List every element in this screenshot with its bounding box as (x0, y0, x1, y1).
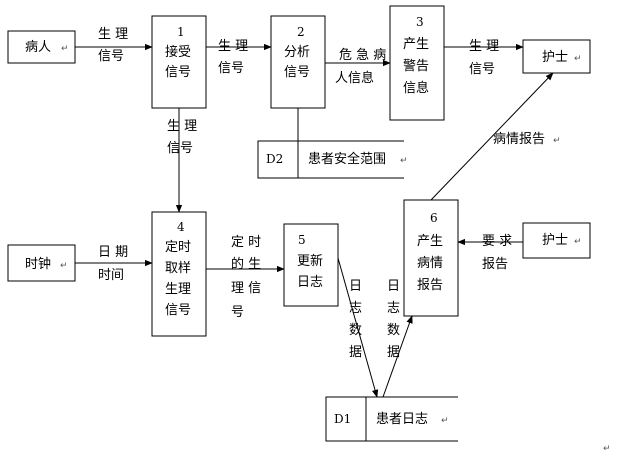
entity-patient-label: 病人 (25, 40, 51, 55)
svg-text:↵: ↵ (603, 444, 611, 454)
flow-label-line: 号 (231, 305, 244, 320)
process-6: 6 产生 病情 报告 (403, 199, 459, 317)
svg-text:↵: ↵ (366, 156, 374, 166)
flow-label-line: 定 时 (231, 235, 261, 250)
process-4-line-2: 取样 (165, 261, 191, 276)
process-6-line-2: 病情 (417, 256, 443, 271)
process-6-line-3: 报告 (417, 278, 443, 293)
flow-label-line: 日 (349, 279, 362, 294)
flow-label-nurse-to-p6: 要 求 报告 (482, 234, 512, 272)
process-4-line-4: 信号 (165, 303, 191, 318)
store-d1-name: 患者日志 (376, 412, 428, 427)
flow-label-line: 危 急 病 (339, 48, 386, 63)
flow-label-line: 要 求 (482, 234, 512, 249)
store-d2: D2 患者安全范围 (257, 140, 404, 179)
process-2: 2 分析 信号 (270, 15, 326, 109)
flow-label-p2-to-p3: 危 急 病 人信息 (335, 48, 386, 86)
flow-label-line: 日 (387, 279, 400, 294)
entity-clock: 时钟 ↵ (7, 244, 76, 282)
flow-label-p3-to-nurse: 生 理 信号 (469, 39, 499, 77)
process-4: 4 定时 取样 生理 信号 (151, 211, 207, 337)
svg-text:↵: ↵ (60, 261, 68, 271)
process-5-number: 5 (298, 233, 306, 247)
entity-patient: 病人 ↵ (7, 30, 76, 64)
svg-text:↵: ↵ (400, 156, 408, 166)
process-1: 1 接受 信号 (151, 15, 207, 109)
process-5: 5 更新 日志 (283, 223, 339, 307)
flow-label-line: 生 理 (98, 27, 128, 42)
entity-clock-label: 时钟 (25, 256, 51, 272)
process-3-line-1: 产生 (403, 37, 429, 52)
svg-text:↵: ↵ (574, 237, 582, 247)
process-6-line-1: 产生 (417, 234, 443, 249)
process-2-number: 2 (297, 25, 305, 39)
entity-nurse-top: 护士 ↵ (522, 39, 591, 74)
flow-label-line: 的 生 (231, 256, 261, 272)
flow-label-line: 据 (349, 345, 362, 360)
flow-label-line: 信号 (167, 141, 193, 156)
flow-label-line: 志 (349, 301, 362, 316)
process-2-line-1: 分析 (284, 45, 310, 60)
process-4-number: 4 (177, 220, 185, 234)
process-1-line-1: 接受 (165, 44, 191, 60)
flow-label-line: 日 期 (98, 245, 128, 260)
flow-label-p4-to-p5: 定 时 的 生 理 信 号 (231, 235, 261, 320)
store-d2-name: 患者安全范围 (308, 151, 386, 167)
process-3-line-3: 信息 (403, 80, 429, 96)
process-3: 3 产生 警告 信息 (389, 5, 445, 121)
flow-label-p6-to-nurse: 病情报告 (493, 132, 545, 147)
process-5-line-1: 更新 (297, 253, 323, 269)
process-3-line-2: 警告 (403, 58, 429, 74)
flow-label-patient-to-p1: 生 理 信号 (98, 27, 128, 64)
flow-label-line: 信号 (469, 62, 495, 77)
svg-text:↵: ↵ (553, 136, 561, 146)
process-1-line-2: 信号 (165, 65, 191, 80)
flow-label-d1-to-p6: 日 志 数 据 (387, 279, 400, 360)
flow-label-line: 报告 (482, 257, 508, 272)
flow-arrow-d1-to-p6 (382, 315, 413, 398)
flow-label-line: 生 理 (218, 39, 248, 54)
flow-label-line: 志 (387, 301, 400, 316)
flow-label-line: 信号 (98, 49, 124, 64)
process-5-line-2: 日志 (297, 275, 323, 290)
flow-label-line: 生 理 (167, 119, 197, 134)
flow-label-p1-to-p2: 生 理 信号 (218, 39, 248, 76)
flow-label-line: 信号 (218, 61, 244, 76)
entity-nurse-bottom-label: 护士 (542, 233, 568, 248)
svg-text:↵: ↵ (61, 44, 69, 54)
flow-arrow-p5-to-d1 (337, 257, 379, 398)
flow-label-line: 数 (349, 323, 362, 338)
process-2-line-2: 信号 (284, 65, 310, 80)
flow-label-p1-to-p4: 生 理 信号 (167, 119, 197, 156)
svg-text:↵: ↵ (441, 416, 449, 426)
process-4-line-3: 生理 (165, 282, 191, 297)
process-6-number: 6 (430, 211, 438, 225)
entity-nurse-bottom: 护士 ↵ (522, 222, 591, 259)
flow-label-line: 生 理 (469, 39, 499, 54)
flow-label-line: 数 (387, 323, 400, 338)
process-3-number: 3 (416, 15, 424, 29)
entity-nurse-top-label: 护士 (542, 50, 568, 65)
process-4-line-1: 定时 (165, 240, 191, 255)
flow-label-line: 理 信 (231, 281, 261, 296)
store-d2-id: D2 (266, 152, 283, 166)
flow-label-p5-to-d1: 日 志 数 据 (349, 279, 362, 360)
flow-label-clock-to-p4: 日 期 时间 (98, 245, 128, 283)
flow-label-line: 人信息 (335, 70, 374, 86)
store-d1-id: D1 (334, 412, 351, 426)
process-1-number: 1 (177, 25, 185, 39)
flow-label-line: 时间 (98, 268, 124, 283)
store-d1: D1 患者日志 (325, 396, 458, 442)
svg-text:↵: ↵ (574, 54, 582, 64)
flow-label-line: 据 (387, 345, 400, 360)
flow-arrow-p6-to-nurse (430, 72, 554, 201)
